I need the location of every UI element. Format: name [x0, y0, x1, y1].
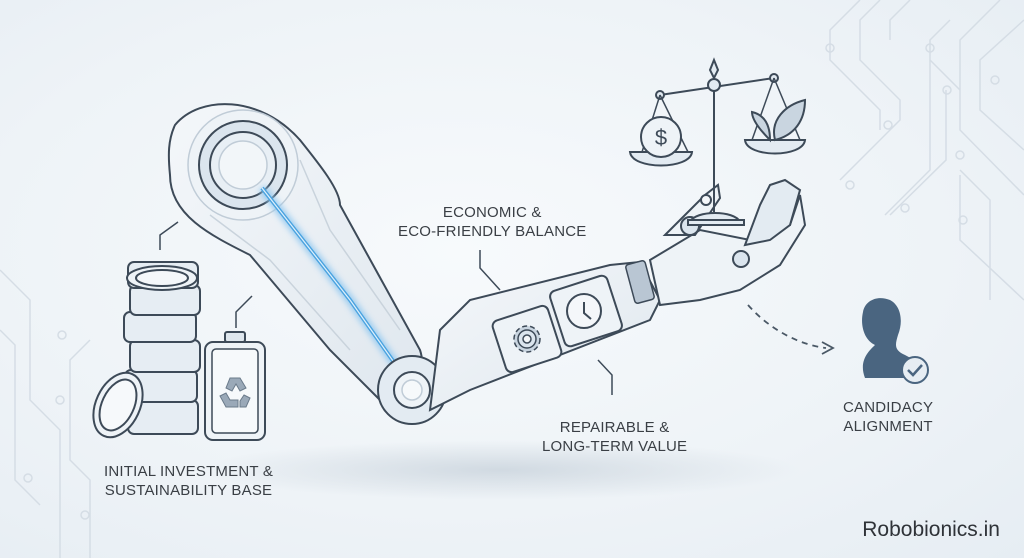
leaf-icon: [750, 98, 807, 143]
label-repairable-value: REPAIRABLE & LONG-TERM VALUE: [542, 419, 688, 455]
svg-text:$: $: [655, 125, 667, 150]
coin-stack-icon: [92, 261, 201, 439]
label-candidacy-alignment: CANDIDACY ALIGNMENT: [843, 399, 934, 435]
brand-watermark: Robobionics.in: [862, 518, 1000, 541]
balance-scale-icon: $: [628, 57, 807, 226]
clock-icon: [566, 293, 602, 329]
dashed-arrow: [747, 304, 835, 355]
recycle-icon: [219, 377, 251, 408]
robotic-hand: [648, 178, 807, 307]
person-check-icon: [862, 298, 929, 384]
gear-panel: [491, 304, 563, 374]
label-initial-investment: INITIAL INVESTMENT & SUSTAINABILITY BASE: [104, 463, 274, 499]
robotic-forearm: [428, 260, 662, 412]
gear-icon: [513, 325, 541, 353]
label-economic-balance: ECONOMIC & ECO-FRIENDLY BALANCE: [398, 204, 587, 240]
elbow-joint: [377, 355, 447, 425]
battery-icon: [204, 331, 266, 441]
dollar-coin-icon: $: [640, 116, 682, 158]
robotic-upper-arm: [167, 103, 423, 403]
clock-panel: [549, 274, 623, 348]
